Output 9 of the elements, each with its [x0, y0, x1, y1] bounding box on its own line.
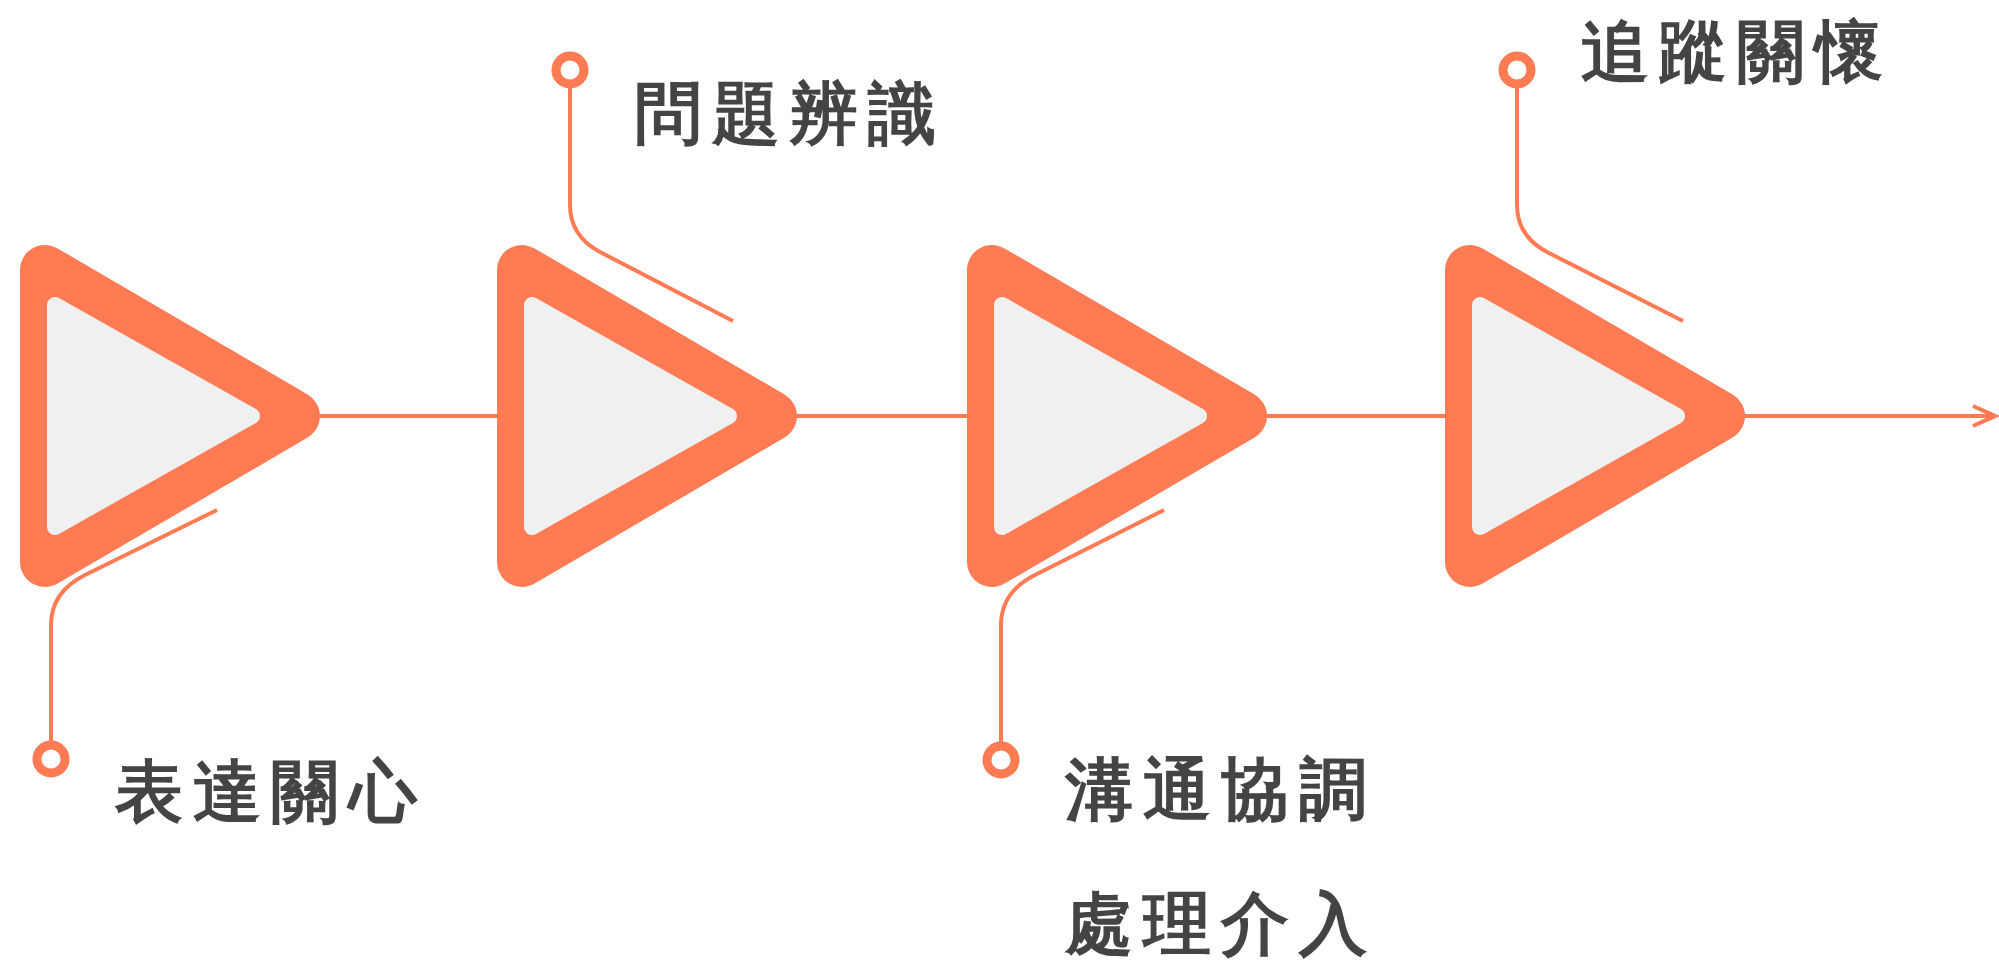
- step-label: 問題辨識: [634, 73, 946, 154]
- step-label: 表達關心: [115, 752, 427, 832]
- step-label: 處理介入: [1065, 884, 1377, 964]
- step-label: 溝通協調: [1065, 750, 1377, 830]
- leader-line: [551, 51, 734, 323]
- leader-line: [1498, 51, 1684, 323]
- step-label: 追蹤關懷: [1581, 12, 1893, 92]
- leader-line: [32, 508, 218, 778]
- leader-line: [982, 508, 1165, 779]
